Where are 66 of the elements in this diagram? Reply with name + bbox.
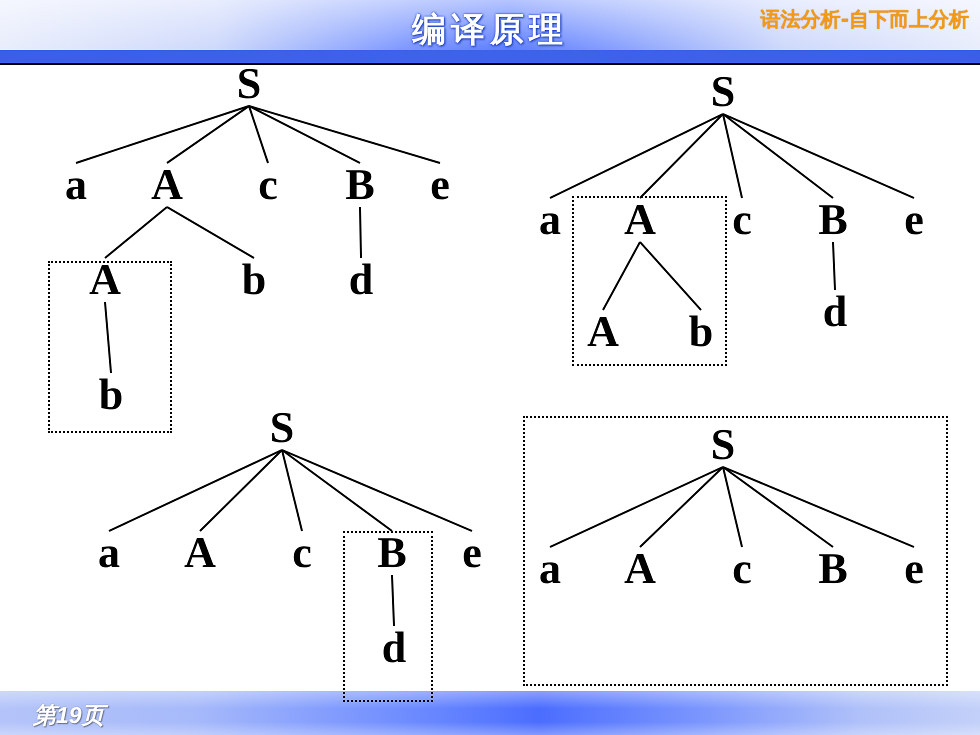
- tree-branch-line: [76, 105, 250, 164]
- tree-branch-line: [282, 449, 472, 532]
- tree-node-label: a: [65, 163, 87, 207]
- tree-node-label: a: [539, 547, 561, 591]
- tree-branch-line: [248, 105, 440, 164]
- slide-title: 编译原理: [412, 9, 568, 52]
- tree-node-label: c: [292, 531, 312, 575]
- dotted-frame: [343, 531, 433, 702]
- tree-branch-line: [832, 242, 836, 290]
- tree-node-label: B: [818, 547, 848, 591]
- tree-branch-line: [722, 113, 834, 199]
- tree-node-label: b: [688, 310, 714, 354]
- tree-node-label: S: [710, 423, 736, 467]
- tree-node-label: A: [151, 163, 183, 207]
- tree-node-label: S: [710, 70, 736, 114]
- tree-branch-line: [602, 242, 641, 310]
- tree-node-label: b: [242, 258, 266, 302]
- tree-node-label: e: [462, 531, 482, 575]
- tree-branch-line: [108, 449, 282, 532]
- tree-branch-line: [248, 105, 360, 164]
- tree-branch-line: [281, 450, 303, 532]
- tree-branch-line: [199, 449, 283, 532]
- tree-branch-line: [550, 466, 724, 548]
- tree-node-label: a: [539, 198, 561, 242]
- tree-node-label: a: [98, 531, 120, 575]
- tree-branch-line: [722, 114, 743, 198]
- tree-node-label: d: [382, 626, 406, 670]
- tree-node-label: B: [377, 531, 407, 575]
- dotted-frame: [572, 196, 727, 366]
- tree-branch-line: [722, 466, 914, 548]
- dotted-frame: [523, 416, 948, 686]
- tree-node-label: A: [624, 547, 656, 591]
- tree-branch-line: [281, 449, 393, 532]
- tree-node-label: A: [587, 310, 619, 354]
- tree-branch-line: [639, 466, 724, 548]
- dotted-frame: [48, 261, 172, 433]
- tree-branch-line: [391, 574, 395, 626]
- tree-branch-line: [550, 113, 724, 199]
- tree-branch-line: [359, 206, 362, 258]
- tree-node-label: e: [430, 163, 450, 207]
- tree-node-label: b: [98, 373, 124, 417]
- tree-node-label: B: [345, 163, 375, 207]
- tree-node-label: e: [904, 198, 924, 242]
- tree-branch-line: [104, 302, 112, 374]
- tree-branch-line: [104, 206, 168, 259]
- tree-branch-line: [722, 466, 834, 548]
- tree-branch-line: [639, 241, 702, 311]
- tree-node-label: S: [236, 62, 262, 106]
- tree-node-label: S: [270, 406, 294, 450]
- tree-node-label: d: [348, 258, 374, 302]
- tree-branch-line: [166, 206, 254, 259]
- tree-node-label: e: [904, 547, 924, 591]
- tree-branch-line: [722, 113, 914, 199]
- tree-branch-line: [248, 106, 269, 164]
- tree-node-label: A: [184, 531, 216, 575]
- tree-node-label: c: [732, 198, 752, 242]
- tree-branch-line: [639, 113, 724, 199]
- tree-node-label: c: [258, 163, 278, 207]
- section-heading: 语法分析-自下而上分析: [760, 6, 969, 33]
- tree-branch-line: [166, 105, 250, 164]
- tree-node-label: B: [818, 198, 848, 242]
- tree-node-label: d: [822, 290, 848, 334]
- tree-node-label: A: [89, 258, 121, 302]
- tree-branch-line: [722, 466, 743, 548]
- tree-node-label: c: [732, 547, 752, 591]
- tree-node-label: A: [624, 198, 656, 242]
